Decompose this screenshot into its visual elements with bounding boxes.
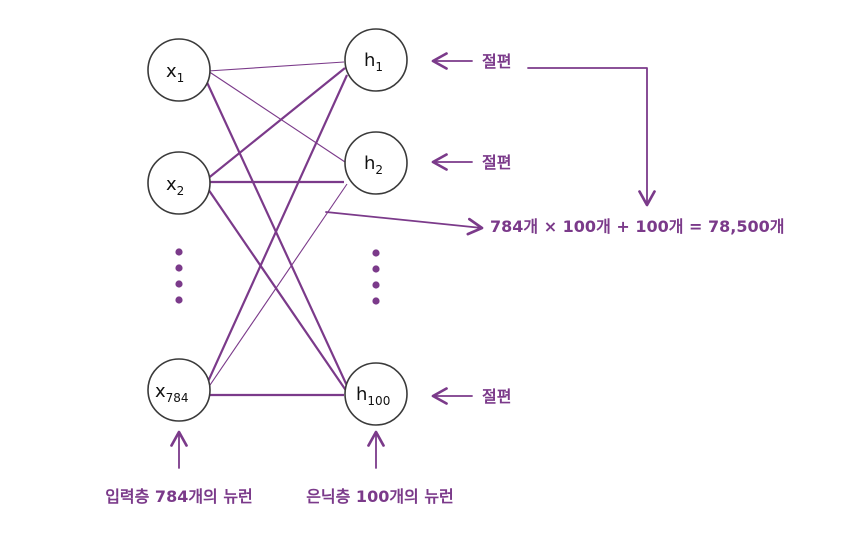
connection-x1-h1 [207,61,345,72]
connection-x1-h2 [207,70,346,163]
input-node-subscript: 2 [177,184,185,198]
svg-text:h100: h100 [356,384,390,408]
parameter-count-formula: 784개 × 100개 + 100개 = 78,500개 [490,217,784,236]
bias-to-formula-arrow [527,67,656,207]
bias-annotation-h2: 절편 [431,153,511,172]
hidden-node-label: h [364,153,375,174]
input-node-label: x [166,61,177,82]
svg-text:x784: x784 [155,381,189,405]
svg-text:x1: x1 [166,61,184,85]
hidden-node-label: h [364,50,375,71]
svg-text:x2: x2 [166,174,184,198]
input-ellipsis [175,248,183,304]
hidden-layer-caption: 은닉층 100개의 뉴런 [306,487,454,506]
svg-text:h2: h2 [364,153,383,177]
weights-to-formula-arrow [325,211,484,236]
bias-annotation-h1: 절편 [431,52,511,71]
input-node-label: x [166,174,177,195]
hidden-node-h1: h1 [344,28,408,92]
hidden-node-h100: h100 [344,362,408,426]
connection-x784-h1 [204,74,349,387]
bias-annotation-h100: 절편 [431,387,511,406]
input-layer-caption: 입력층 784개의 뉴런 [105,487,253,506]
hidden-node-label: h [356,384,367,405]
connection-x2-h100 [205,185,348,393]
hidden-node-subscript: 1 [375,60,383,74]
connection-x784-h2 [207,183,348,389]
hidden-node-subscript: 100 [367,394,390,408]
input-node-x1: x1 [147,38,211,102]
hidden-node-subscript: 2 [375,163,383,177]
bias-label: 절편 [482,387,511,406]
input-node-subscript: 784 [166,391,189,405]
hidden-ellipsis [372,249,380,305]
connections [204,61,349,397]
connection-x2-h1 [205,67,346,181]
hidden-node-h2: h2 [344,131,408,195]
bias-label: 절편 [482,52,511,71]
bias-label: 절편 [482,153,511,172]
input-node-x784: x784 [147,358,211,422]
input-node-x2: x2 [147,151,211,215]
input-node-subscript: 1 [177,71,185,85]
input-node-label: x [155,381,166,402]
svg-text:h1: h1 [364,50,383,74]
